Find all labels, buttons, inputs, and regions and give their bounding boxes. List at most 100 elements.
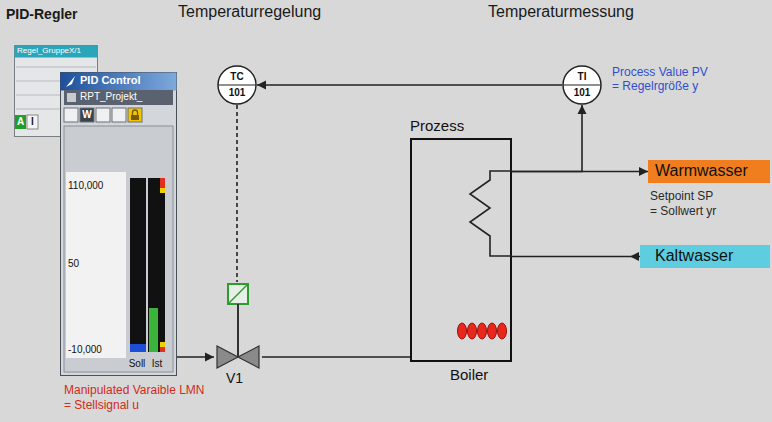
mode-button [27,115,38,129]
arrowhead [578,105,587,114]
connector [512,105,587,172]
instrument-function: TI [562,71,602,83]
bar-label: Soll [124,358,150,370]
bar-label: Ist [146,358,168,370]
connector [237,105,238,282]
toolbar-button [128,108,142,122]
warm-water-box: Warmwasser [648,160,770,183]
arrowhead [205,353,214,362]
mode-button-label: I [27,116,38,128]
signal-label: Manipulated Varaible LMN [64,384,205,398]
box-caption: Boiler [450,366,488,383]
window-icon [66,76,75,87]
instrument-divider [219,84,256,85]
panel-heading: PID-Regler [6,6,78,22]
toolbar-button [80,108,94,122]
valve-body [238,346,259,368]
scale-value: 50 [68,258,79,270]
connector-line [512,171,648,173]
connector [512,252,640,261]
stream-name: Kaltwasser [655,247,733,265]
burner-flame [478,323,487,339]
table-row-line [16,67,96,68]
alarm-low [160,347,165,352]
connector [257,81,562,90]
process-fill [149,308,158,352]
instrument-bubble [218,66,256,104]
signal-label: = Sollwert yr [650,205,716,219]
toolbar-button [96,108,110,122]
process-box: ProzessBoiler [410,138,512,362]
connector-line [236,105,238,282]
signal-label: = Stellsignal u [64,399,139,413]
scale-value: -10,000 [68,344,102,356]
arrowhead [257,81,266,90]
signal-label: = Regelrgröße y [612,80,698,94]
tag-icon [67,93,76,102]
boiler-outline [411,139,511,361]
mode-button-label: A [15,116,26,128]
instrument-bubble [563,66,601,104]
window-header [61,73,177,91]
control-valve: V1 [214,282,262,388]
pid-faceplate-shape [60,72,177,376]
box-heading: Prozess [410,117,464,134]
connector [262,357,410,358]
burner-flame [468,323,477,339]
connector-line [257,84,562,86]
water-box [640,245,770,268]
window-title: Regel_GruppeX/1 [17,46,81,55]
burner-flame [488,323,497,339]
process-bar [148,178,165,352]
connector-line [262,356,410,358]
setpoint-bar [130,178,146,352]
valve-actuator [228,284,248,304]
scale-value: 110,000 [68,180,103,192]
process-box-shape [410,138,512,362]
stream-name: Warmwasser [655,162,748,180]
window-title: PID Control [80,74,141,87]
instrument-number: 101 [562,87,602,99]
signal-label: Process Value PV [612,66,708,80]
burner-flame [458,323,467,339]
instrument-number: 101 [217,87,257,99]
tag-bar [64,90,173,105]
connector [177,353,214,362]
toolbar-button [64,108,78,122]
burner-flame [498,323,507,339]
scale-area [66,172,126,358]
instrument-function: TC [217,71,257,83]
button-label: W [80,109,94,121]
heating-coil [470,171,512,256]
instrument-divider [564,84,601,85]
pid-faceplate: PID ControlRPT_Projekt_ W 110,000 50 -10,000… [60,72,177,376]
arrowhead [630,252,639,261]
tag-name: RPT_Projekt_ [80,91,142,103]
connector-line [512,256,640,258]
valve-body [217,346,238,368]
window-header [15,46,98,58]
valve-tag: V1 [226,370,243,386]
mode-button [15,115,26,129]
connector [512,167,648,176]
window-body [61,73,177,376]
cold-water-box: Kaltwasser [640,245,770,268]
warning-low [160,342,165,347]
lock-icon [133,110,138,115]
warning-high [160,188,165,193]
instrument-circle: TI 101 [562,65,602,105]
arrowhead [639,167,648,176]
connector-line [512,105,582,172]
section-heading: Temperaturregelung [178,3,321,21]
actuator-diagonal [228,284,248,304]
toolbar-button [112,108,126,122]
lock-icon [131,115,139,120]
valve-stem [237,304,239,357]
section-heading: Temperaturmessung [488,3,634,21]
setpoint-fill [130,344,146,352]
alarm-high [160,178,165,188]
signal-label: Setpoint SP [650,190,713,204]
water-box [648,160,770,183]
display-panel [64,126,173,372]
